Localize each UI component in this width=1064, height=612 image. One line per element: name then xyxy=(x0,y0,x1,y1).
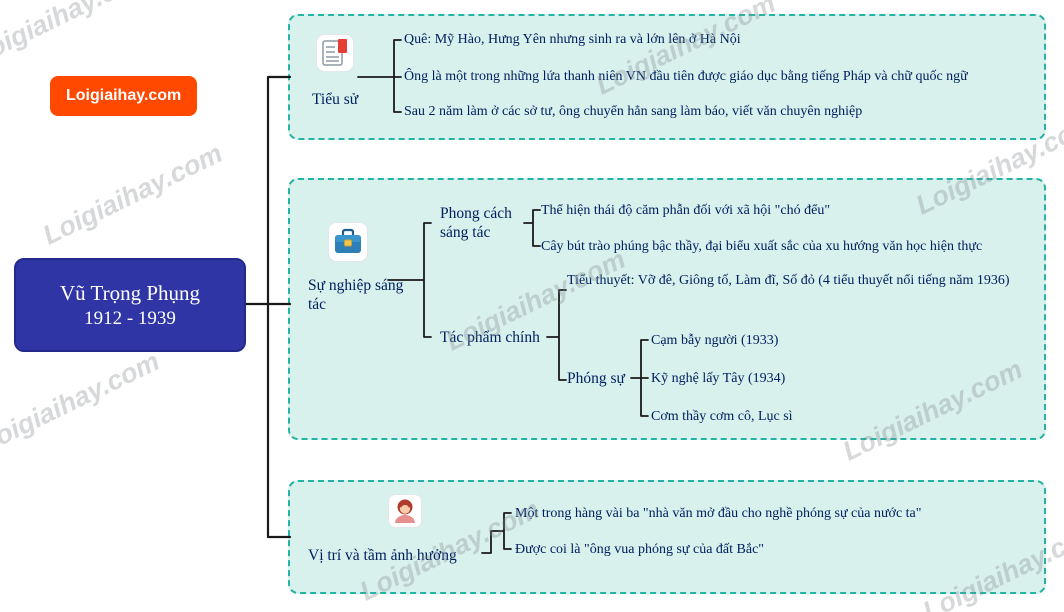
person-icon xyxy=(388,494,422,533)
style-item: Thể hiện thái độ căm phẫn đối với xã hội… xyxy=(541,203,831,218)
branch-box-bio xyxy=(288,14,1046,140)
influence-bracket xyxy=(481,512,512,554)
root-years: 1912 - 1939 xyxy=(84,307,176,329)
reportage-item: Cơm thầy cơm cô, Lục sì xyxy=(651,409,793,424)
branch-label-influence: Vị trí và tầm ảnh hưởng xyxy=(308,547,457,564)
branch-label-bio: Tiểu sử xyxy=(312,91,359,108)
reportage-bracket xyxy=(630,339,649,417)
root-title: Vũ Trọng Phụng xyxy=(59,280,201,305)
style-item: Cây bút trào phúng bậc thầy, đại biểu xu… xyxy=(541,239,983,254)
career-bracket xyxy=(387,222,432,338)
bio-bracket xyxy=(357,39,402,113)
branch-box-career xyxy=(288,178,1046,440)
style-bracket xyxy=(523,209,541,247)
logo-text: Loigiaihay.com xyxy=(66,87,182,104)
works-reportage-label: Phóng sự xyxy=(567,370,625,387)
career-works-label: Tác phẩm chính xyxy=(440,329,540,346)
bio-item: Sau 2 năm làm ở các sở tư, ông chuyển hẳ… xyxy=(404,104,863,119)
bio-item: Ông là một trong những lứa thanh niên VN… xyxy=(404,69,968,84)
reportage-item: Cạm bẫy người (1933) xyxy=(651,333,779,348)
logo-badge[interactable]: Loigiaihay.com xyxy=(50,76,198,116)
document-icon xyxy=(316,34,354,77)
bio-item: Quê: Mỹ Hào, Hưng Yên nhưng sinh ra và l… xyxy=(404,32,741,47)
root-node: Vũ Trọng Phụng 1912 - 1939 xyxy=(14,258,246,352)
reportage-item: Kỹ nghệ lấy Tây (1934) xyxy=(651,371,786,386)
works-bracket xyxy=(546,289,567,381)
works-novels-item: Tiểu thuyết: Vỡ đê, Giông tố, Làm đĩ, Số… xyxy=(567,273,1010,288)
career-style-label: Phong cách sáng tác xyxy=(440,205,512,241)
influence-item: Một trong hàng vài ba "nhà văn mở đầu ch… xyxy=(515,506,922,521)
briefcase-icon xyxy=(328,222,368,267)
branch-label-career: Sự nghiệp sáng tác xyxy=(308,277,404,313)
trunk-connector xyxy=(244,75,292,539)
influence-item: Được coi là "ông vua phóng sự của đất Bắ… xyxy=(515,542,764,557)
